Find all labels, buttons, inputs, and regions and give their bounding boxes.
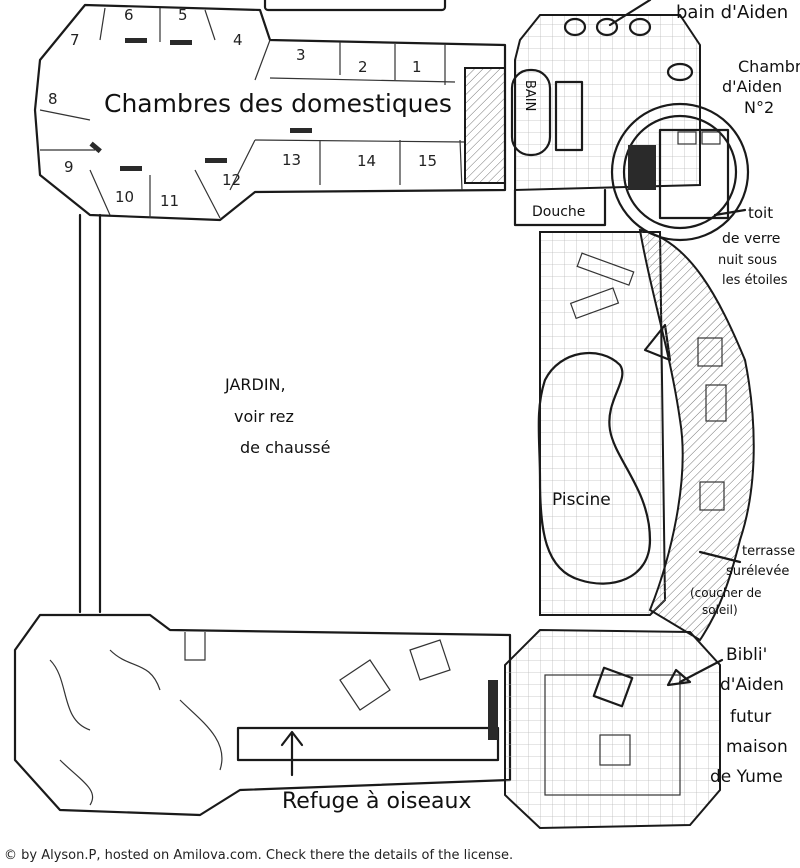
room-number: 7 [70, 31, 80, 49]
room-number: 9 [64, 158, 74, 176]
room-number: 15 [418, 152, 437, 170]
bird-refuge-wing [13, 613, 512, 817]
room-numbers: 1 2 3 4 5 6 7 8 9 10 11 12 13 14 15 [48, 6, 437, 210]
terrace-label-3: (coucher de [690, 586, 762, 600]
room-number: 3 [296, 46, 306, 64]
library-label-2: d'Aiden [720, 675, 784, 695]
garden-label-3: de chaussé [240, 438, 330, 457]
bird-refuge-enclosure [236, 726, 500, 762]
library [504, 628, 721, 830]
bath-block: BAIN Douche [510, 14, 701, 227]
terrace-label-1: terrasse [742, 544, 795, 559]
library-label-4: maison [726, 737, 788, 757]
room-number: 4 [233, 31, 243, 49]
aiden-room-label-2: d'Aiden [722, 77, 782, 96]
bathtub [510, 68, 552, 157]
garden-label-1: JARDIN, [224, 375, 286, 394]
aiden-room-label-1: Chambre [738, 57, 800, 76]
room-number: 8 [48, 90, 58, 108]
servants-rooms-label: Chambres des domestiques [104, 89, 452, 118]
library-label-1: Bibli' [726, 645, 767, 665]
room-number: 12 [222, 171, 241, 189]
top-bath-label: bain d'Aiden [676, 2, 788, 23]
raised-terrace [638, 228, 755, 642]
bath-label: BAIN [522, 80, 537, 111]
shower-label: Douche [532, 204, 585, 220]
room-number: 6 [124, 6, 134, 24]
aiden-room-label-3: N°2 [744, 98, 774, 117]
room-number: 13 [282, 151, 301, 169]
aiden-room-2 [610, 102, 750, 242]
credit-line: © by Alyson.P, hosted on Amilova.com. Ch… [4, 848, 514, 863]
servants-wing [33, 3, 507, 222]
room-number: 2 [358, 58, 368, 76]
glass-roof-label-1: toit [748, 204, 773, 222]
top-bench [263, 0, 447, 12]
glass-roof-label-3: nuit sous [718, 253, 777, 268]
room-number: 1 [412, 58, 422, 76]
terrace-label-2: surélevée [726, 564, 789, 579]
library-label-5: de Yume [710, 767, 783, 787]
garden-area: JARDIN, voir rez de chaussé [78, 213, 330, 614]
glass-roof-label-2: de verre [722, 231, 780, 247]
room-number: 5 [178, 6, 188, 24]
library-label-3: futur [730, 707, 771, 727]
pool-label: Piscine [552, 490, 611, 510]
glass-roof-label-4: les étoiles [722, 273, 788, 288]
terrace-label-4: soleil) [702, 603, 738, 617]
room-number: 10 [115, 188, 134, 206]
room-number: 11 [160, 192, 179, 210]
pool-shape [537, 351, 652, 585]
pool-wing: Piscine [537, 231, 672, 616]
room-number: 14 [357, 152, 376, 170]
bird-refuge-label: Refuge à oiseaux [282, 789, 472, 814]
garden-label-2: voir rez [234, 407, 294, 426]
